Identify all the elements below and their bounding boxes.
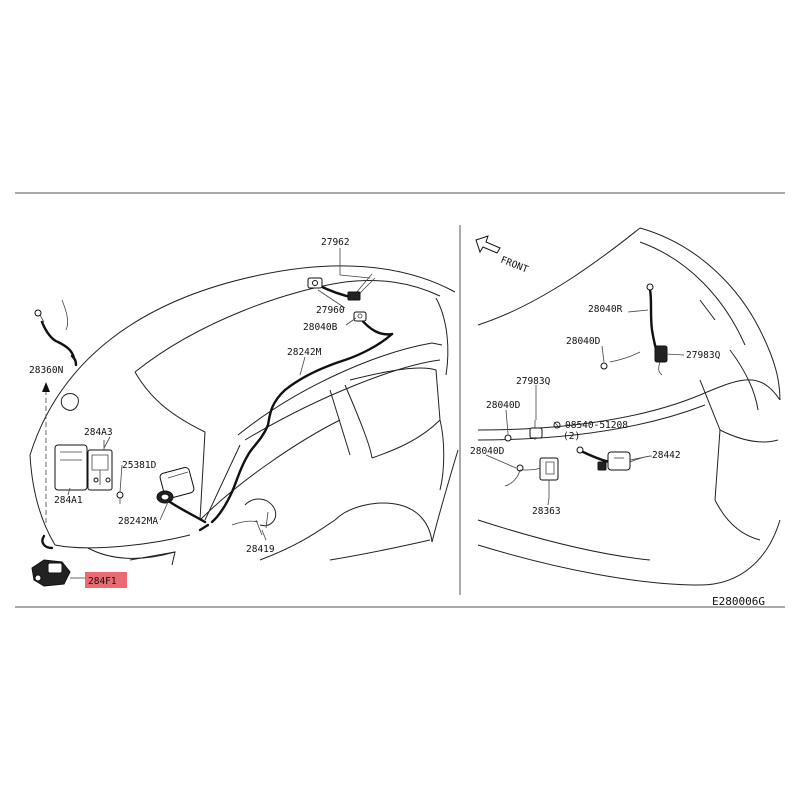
diagram-code: E280006G xyxy=(712,595,765,608)
label-28242m: 28242M xyxy=(287,347,322,358)
antenna-bracket-27960 xyxy=(307,277,367,322)
label-28040d-lower: 28040D xyxy=(470,446,505,457)
antenna-amp-28242ma xyxy=(156,466,207,524)
label-27960: 27960 xyxy=(316,305,345,316)
battery-cable-28360n xyxy=(34,299,78,525)
label-28040r: 28040R xyxy=(588,304,623,315)
hatch-lock-assembly xyxy=(504,420,653,498)
label-25381d: 25381D xyxy=(122,460,157,471)
front-arrow-icon xyxy=(475,235,501,254)
front-label: FRONT xyxy=(499,255,530,276)
label-08540-qty: (2) xyxy=(563,431,580,442)
car-body-outline xyxy=(29,265,459,566)
label-28363: 28363 xyxy=(532,506,561,517)
label-27983q-right: 27983Q xyxy=(686,350,721,361)
rear-body-outline xyxy=(477,227,781,586)
antenna-28419 xyxy=(231,498,277,536)
label-28040d-middle: 28040D xyxy=(486,400,521,411)
label-27983q-left: 27983Q xyxy=(516,376,551,387)
label-28242ma: 28242MA xyxy=(118,516,158,527)
highlight-284f1 xyxy=(85,572,127,588)
label-27962: 27962 xyxy=(321,237,350,248)
leader-lines-left xyxy=(67,248,371,541)
arrow-up-icon xyxy=(42,382,50,392)
control-module-284a1 xyxy=(54,440,124,504)
harness-28040r xyxy=(600,283,668,376)
switch-284f1 xyxy=(31,534,86,587)
front-arrow: FRONT xyxy=(475,235,530,276)
label-28040d-upper: 28040D xyxy=(566,336,601,347)
label-08540-51208: 08540-51208 xyxy=(565,420,628,431)
label-28419: 28419 xyxy=(246,544,275,555)
label-284a1: 284A1 xyxy=(54,495,83,506)
label-28040b: 28040B xyxy=(303,322,338,333)
label-284f1: 284F1 xyxy=(88,576,117,587)
label-284a3: 284A3 xyxy=(84,427,113,438)
label-28360n: 28360N xyxy=(29,365,64,376)
label-28442: 28442 xyxy=(652,450,681,461)
leader-lines-right xyxy=(485,309,685,506)
